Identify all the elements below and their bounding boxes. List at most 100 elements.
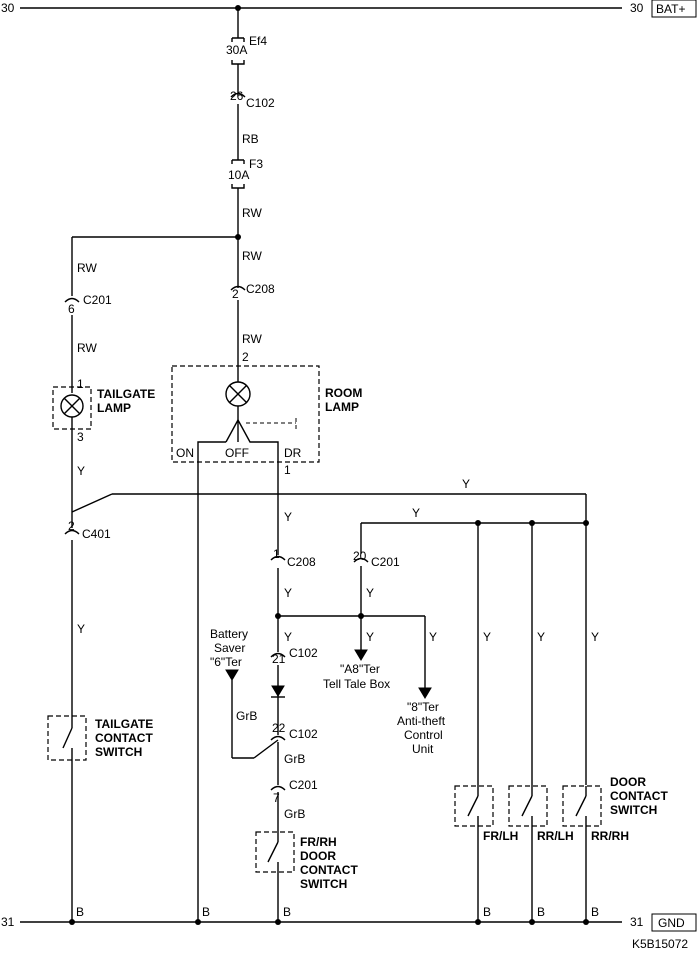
room-lamp-pos-off: OFF xyxy=(225,446,249,460)
fr-lh-label: FR/LH xyxy=(483,829,518,843)
connector-icon xyxy=(230,92,246,98)
fr-rh-switch-label-3: CONTACT xyxy=(300,863,358,877)
wire-grb-7-label: GrB xyxy=(284,807,305,821)
room-lamp: 2 ON OFF DR ROOM LAMP 1 xyxy=(171,350,362,477)
junction-dot xyxy=(275,919,281,925)
wire-y-8ter-label: Y xyxy=(429,630,437,644)
c102-pin-21: 21 xyxy=(272,652,286,666)
diode-icon xyxy=(271,685,285,698)
connector-icon xyxy=(270,652,286,658)
junction-dot xyxy=(475,919,481,925)
door-switch-label-3: SWITCH xyxy=(610,803,657,817)
wire-y-a8-label: Y xyxy=(366,630,374,644)
wire-grb-22-label: GrB xyxy=(284,752,305,766)
wire-rw-left-label-2: RW xyxy=(77,341,97,355)
c401-pin-2: 2 xyxy=(68,519,75,533)
wire-y-door-label-2: Y xyxy=(537,630,545,644)
wire-y-left-label-2: Y xyxy=(77,622,85,636)
wire-y-c102-21-label: Y xyxy=(284,630,292,644)
connector-icon xyxy=(353,557,369,563)
wire-b-label-2: B xyxy=(202,905,210,919)
room-lamp-pin-1: 1 xyxy=(284,463,291,477)
tailgate-lamp-icon xyxy=(60,394,84,418)
switch-arm-icon xyxy=(225,419,239,443)
fr-lh-switch-box xyxy=(454,785,494,827)
wire-y-door-label-3: Y xyxy=(591,630,599,644)
wire-rw-left-label-1: RW xyxy=(77,261,97,275)
junction-dot xyxy=(583,520,589,526)
switch-arm-icon xyxy=(575,795,587,817)
rr-rh-label: RR/RH xyxy=(591,829,629,843)
c201-pin-7: 7 xyxy=(273,791,280,805)
fr-rh-switch-label-1: FR/RH xyxy=(300,835,337,849)
battery-saver-label-1: Battery xyxy=(210,627,248,641)
connector-icon xyxy=(270,555,286,561)
tailgate-lamp-pin-3: 3 xyxy=(77,430,84,444)
junction-dot xyxy=(195,919,201,925)
c102-pin-22: 22 xyxy=(272,721,286,735)
battery-rail: 30 30 BAT+ xyxy=(1,0,697,18)
y-signal-bus: Y "A8"Ter Tell Tale Box Y "8"Ter Anti-th… xyxy=(278,506,589,756)
connector-icon xyxy=(230,285,246,291)
wire-b-label-1: B xyxy=(76,905,84,919)
c102-pin-26: 26 xyxy=(230,89,244,103)
switch-actuator-icon xyxy=(246,418,297,429)
c201-left-name: C201 xyxy=(83,293,112,307)
door-contact-switches: Y FR/LH B Y RR/LH B Y RR/RH B DOOR CONTA… xyxy=(454,523,668,925)
connector-icon xyxy=(64,529,80,535)
c208-mid-name: C208 xyxy=(287,555,316,569)
room-lamp-label-1: ROOM xyxy=(325,386,362,400)
gnd-terminal-label: GND xyxy=(658,916,685,930)
c201-mid-name: C201 xyxy=(371,555,400,569)
wire-y-c201-20-label: Y xyxy=(366,586,374,600)
room-lamp-pin-2: 2 xyxy=(242,350,249,364)
ground-rail: 31 31 GND xyxy=(1,913,697,932)
wire-y-c208-below-label: Y xyxy=(284,586,292,600)
terminal-arrow-icon xyxy=(225,669,239,681)
door-switch-label-1: DOOR xyxy=(610,775,646,789)
fr-rh-switch-label-2: DOOR xyxy=(300,849,336,863)
room-lamp-pos-on: ON xyxy=(176,446,194,460)
fuse-f3-name: F3 xyxy=(249,157,263,171)
c201-pin-6: 6 xyxy=(68,302,75,316)
switch-arm-icon xyxy=(467,795,479,817)
fuse-ef4-rating: 30A xyxy=(226,43,247,57)
connector-icon xyxy=(64,297,80,303)
fuse-f3-rating: 10A xyxy=(228,168,249,182)
wire-b-label-3: B xyxy=(283,905,291,919)
wire-b-label-5: B xyxy=(537,905,545,919)
wire-rw-label-2: RW xyxy=(242,249,262,263)
switch-arm-icon xyxy=(521,795,533,817)
fuse-ef4-name: Ef4 xyxy=(249,34,267,48)
rail-bottom-left-number: 31 xyxy=(1,915,15,929)
tailgate-switch-label-3: SWITCH xyxy=(95,745,142,759)
rail-bottom-right-number: 31 xyxy=(630,915,644,929)
bat-terminal-label: BAT+ xyxy=(656,2,685,16)
room-lamp-icon xyxy=(225,381,251,407)
room-lamp-label-2: LAMP xyxy=(325,400,359,414)
ter8-label-4: Unit xyxy=(412,742,434,756)
tailgate-switch-label-1: TAILGATE xyxy=(95,717,153,731)
wire-y-top-long-label: Y xyxy=(462,477,470,491)
tailgate-switch-label-2: CONTACT xyxy=(95,731,153,745)
wire-y-left-label-1: Y xyxy=(77,464,85,478)
terminal-arrow-icon xyxy=(418,687,432,699)
ter8-label-3: Control xyxy=(404,728,443,742)
tailgate-lamp-label-2: LAMP xyxy=(97,401,131,415)
wire-b-label-4: B xyxy=(483,905,491,919)
c102-top-name: C102 xyxy=(246,96,275,110)
connector-icon xyxy=(270,785,286,791)
a8-ter-label-1: "A8"Ter xyxy=(340,662,380,676)
rr-rh-switch-box xyxy=(562,785,602,827)
switch-arm-icon xyxy=(62,727,73,749)
a8-ter-label-2: Tell Tale Box xyxy=(323,677,390,691)
terminal-arrow-icon xyxy=(354,649,368,661)
fr-rh-switch-label-4: SWITCH xyxy=(300,877,347,891)
junction-dot xyxy=(69,919,75,925)
bat-terminal-box xyxy=(651,0,697,18)
c102-21-name: C102 xyxy=(289,646,318,660)
battery-saver-label-3: "6"Ter xyxy=(210,655,242,669)
battery-saver-branch: Battery Saver "6"Ter GrB xyxy=(210,627,279,759)
c201-7-name: C201 xyxy=(289,778,318,792)
c401-name: C401 xyxy=(82,527,111,541)
